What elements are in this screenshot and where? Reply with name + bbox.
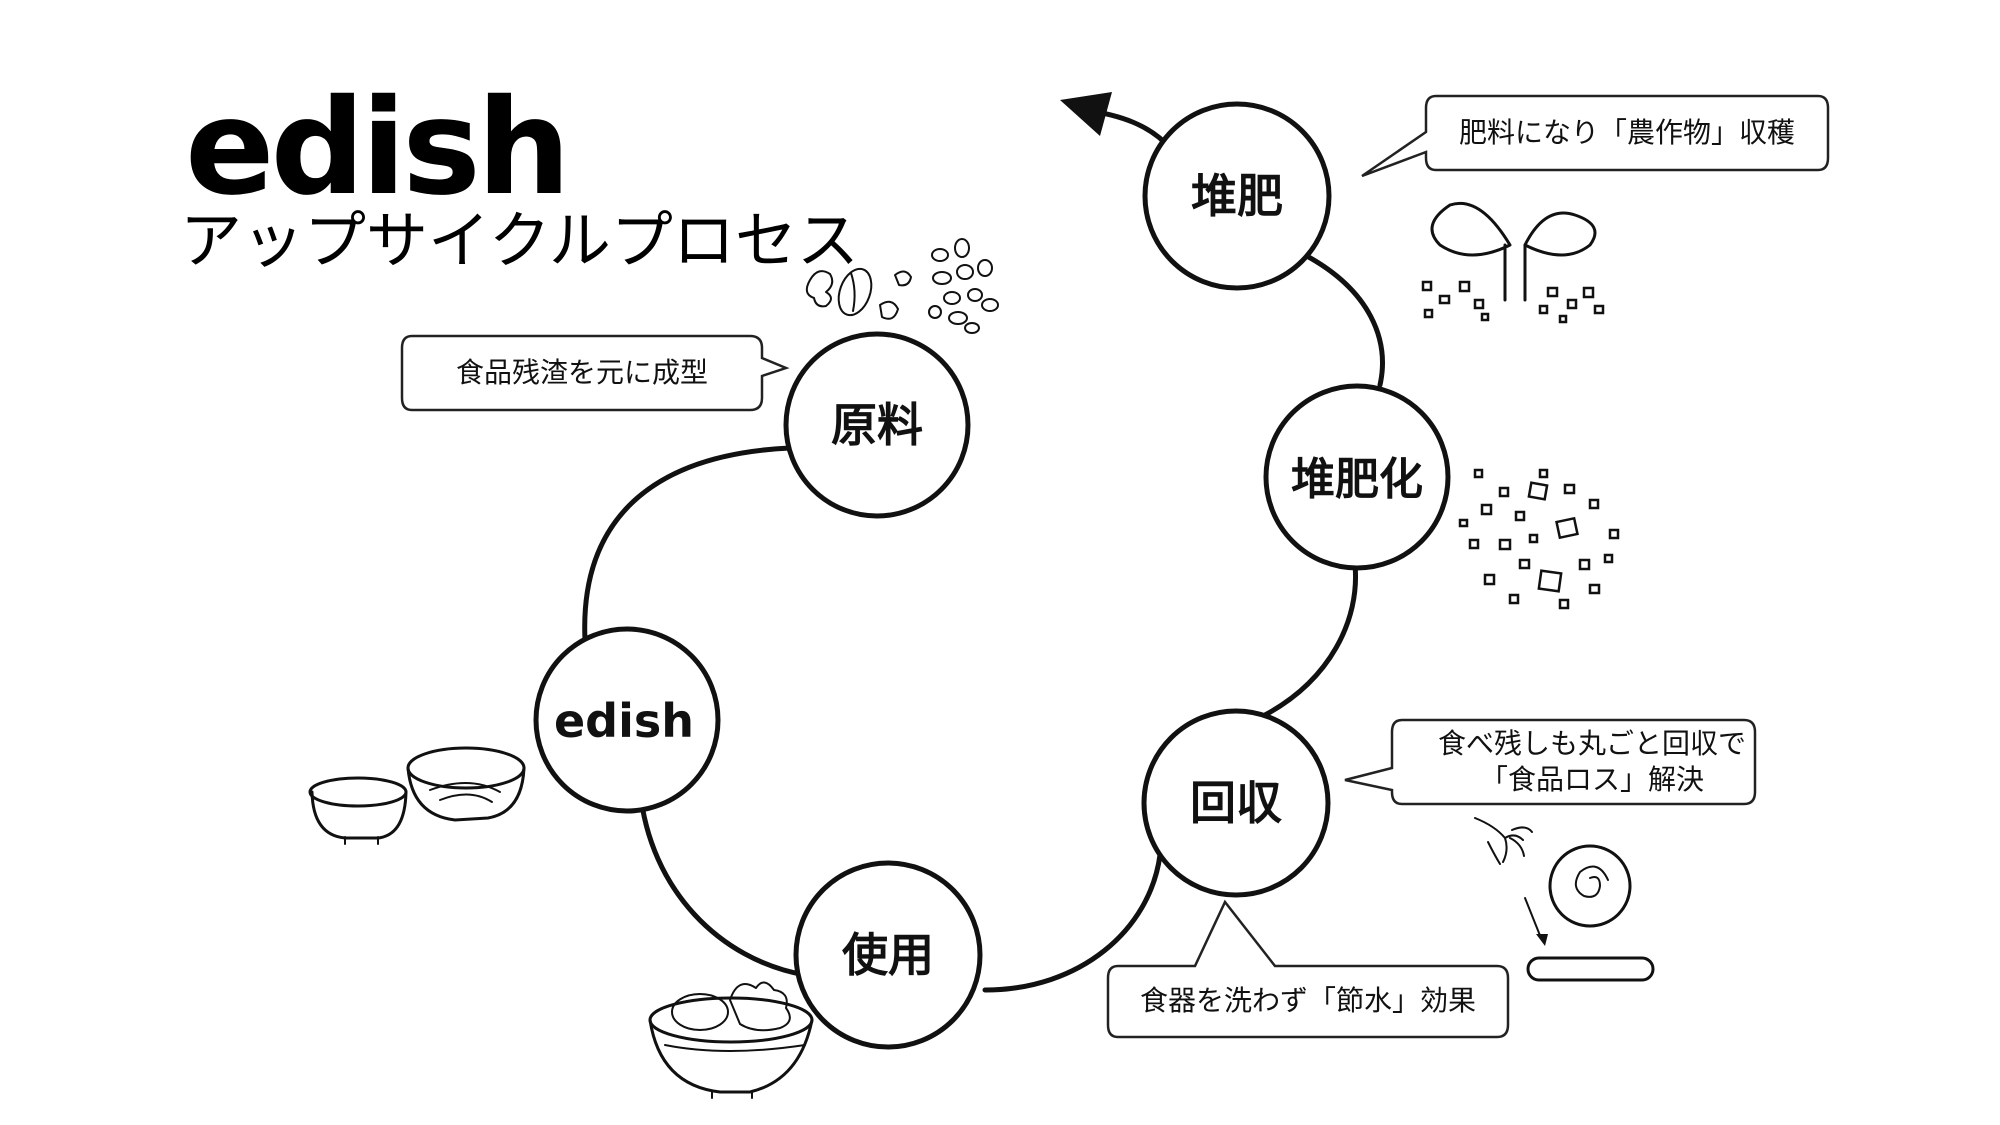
cycle-arrowhead: [1060, 92, 1112, 136]
node-use: 使用: [793, 860, 983, 1050]
node-collect: 回収: [1141, 708, 1331, 898]
page-subtitle: アップサイクルプロセス: [180, 204, 859, 277]
grains-illustration: [928, 238, 999, 334]
callout-raw-material: 食品残渣を元に成型: [400, 334, 790, 412]
food-residue-illustration: [805, 267, 912, 320]
node-composting: 堆肥化: [1263, 383, 1451, 571]
compost-granules-illustration: [1458, 468, 1620, 610]
node-raw-material-label: 原料: [831, 398, 923, 452]
callout-raw-material-text: 食品残渣を元に成型: [456, 356, 708, 389]
node-use-label: 使用: [842, 928, 934, 982]
bowls-illustration: [308, 746, 526, 845]
callout-water-text: 食器を洗わず「節水」効果: [1140, 984, 1476, 1017]
callout-water: 食器を洗わず「節水」効果: [1106, 899, 1510, 1039]
salad-bowl-illustration: [648, 981, 814, 1099]
callout-collect: 食べ残しも丸ごと回収で 「食品ロス」解決: [1344, 718, 1757, 806]
node-compost-label: 堆肥: [1191, 169, 1283, 223]
node-edish-label: edish: [554, 694, 694, 748]
callout-compost: 肥料になり「農作物」収穫: [1361, 94, 1830, 178]
soil-granules: [1421, 280, 1605, 324]
node-edish: edish: [533, 626, 721, 814]
callout-collect-text-line2: 「食品ロス」解決: [1480, 763, 1704, 796]
hand-throw-illustration: [1474, 817, 1655, 982]
node-compost: 堆肥: [1142, 101, 1332, 291]
node-composting-label: 堆肥化: [1291, 454, 1423, 505]
brand-header: edish アップサイクルプロセス: [180, 71, 859, 277]
node-collect-label: 回収: [1190, 776, 1282, 830]
sprout-illustration: [1421, 201, 1605, 324]
node-raw-material: 原料: [783, 331, 971, 519]
callout-collect-text-line1: 食べ残しも丸ごと回収で: [1438, 727, 1746, 760]
callout-compost-text: 肥料になり「農作物」収穫: [1459, 116, 1795, 149]
edish-logo: edish: [185, 71, 567, 225]
